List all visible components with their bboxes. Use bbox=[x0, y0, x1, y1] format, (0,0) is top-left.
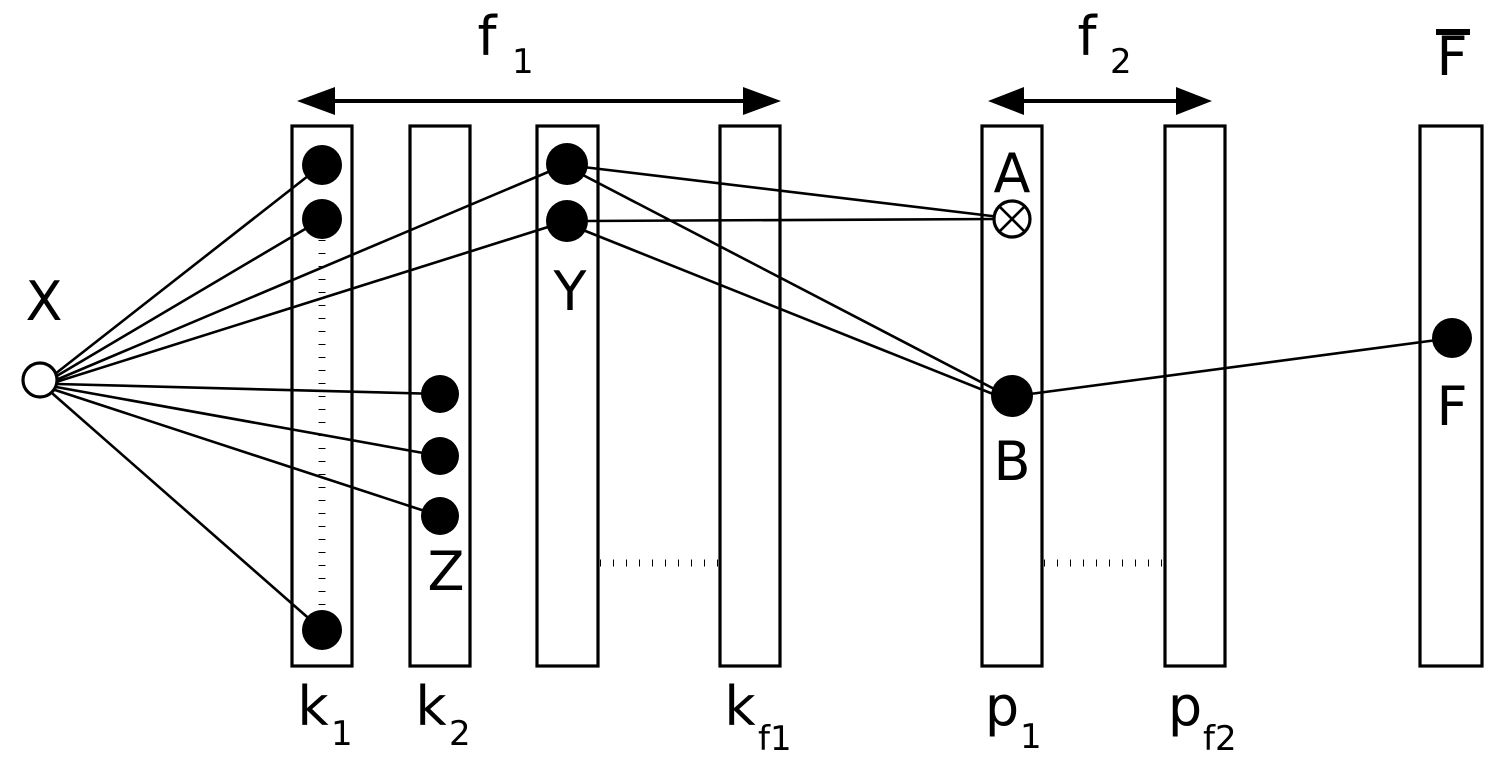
dimension-label-f1-sub: 1 bbox=[512, 42, 534, 82]
node-b[interactable] bbox=[991, 375, 1033, 417]
node-y-label: Y bbox=[553, 260, 588, 323]
node-a[interactable] bbox=[992, 199, 1032, 239]
edge-group-input bbox=[51, 162, 569, 632]
node-z-1[interactable] bbox=[421, 375, 459, 413]
bottom-label-k2-sub: 2 bbox=[449, 714, 471, 754]
bottom-label-kf1: k f1 bbox=[724, 675, 791, 759]
bottom-label-p1-base: p bbox=[985, 675, 1019, 738]
bottom-label-pf2: p f2 bbox=[1168, 675, 1237, 759]
dimension-arrow-f1 bbox=[297, 87, 781, 115]
output-block-label-group: F bbox=[1436, 25, 1470, 88]
output-block-label: F bbox=[1436, 25, 1467, 88]
dimension-label-f2-sub: 2 bbox=[1110, 42, 1132, 82]
node-a-label: A bbox=[994, 142, 1031, 205]
bottom-label-kf1-base: k bbox=[724, 675, 756, 738]
node-x-label: X bbox=[26, 270, 63, 333]
node-z-2[interactable] bbox=[421, 437, 459, 475]
dimension-label-f1: f bbox=[477, 5, 498, 68]
edge-x-to-k1-second bbox=[53, 217, 324, 379]
node-k1-bottom[interactable] bbox=[302, 610, 342, 650]
dimension-arrow-f2 bbox=[988, 87, 1212, 115]
column-pf2[interactable] bbox=[1163, 124, 1227, 668]
bottom-label-p1: p 1 bbox=[985, 675, 1042, 757]
node-y-top[interactable] bbox=[546, 143, 588, 185]
node-k1-top[interactable] bbox=[302, 145, 342, 185]
bottom-label-k2: k 2 bbox=[415, 675, 470, 754]
bottom-label-k1: k 1 bbox=[297, 675, 352, 754]
edge-x-to-k1-top bbox=[53, 163, 324, 376]
node-b-label: B bbox=[993, 430, 1030, 493]
edge-y-bottom-to-b bbox=[581, 228, 1000, 398]
node-f-label: F bbox=[1436, 375, 1467, 438]
bottom-label-pf2-sub: f2 bbox=[1203, 719, 1237, 759]
bottom-label-p1-sub: 1 bbox=[1020, 717, 1042, 757]
bottom-label-k1-base: k bbox=[297, 675, 329, 738]
node-f[interactable] bbox=[1432, 318, 1472, 358]
bottom-label-kf1-sub: f1 bbox=[758, 719, 792, 759]
bottom-label-pf2-base: p bbox=[1168, 675, 1202, 738]
edge-x-to-z-1 bbox=[55, 382, 442, 396]
node-z-3[interactable] bbox=[421, 497, 459, 535]
edge-y-top-to-b bbox=[579, 172, 1002, 394]
dimension-label-f2: f bbox=[1077, 5, 1098, 68]
bottom-label-k2-base: k bbox=[415, 675, 447, 738]
edge-group-hidden bbox=[579, 165, 1002, 398]
column-fbar[interactable] bbox=[1418, 124, 1484, 668]
node-x[interactable] bbox=[21, 361, 59, 399]
edge-x-to-y-top bbox=[54, 162, 569, 382]
edge-x-to-z-3 bbox=[53, 388, 442, 518]
node-y-bottom[interactable] bbox=[546, 200, 588, 242]
column-kf1[interactable] bbox=[718, 124, 782, 668]
edge-x-to-z-2 bbox=[54, 385, 442, 458]
edge-y-top-to-a bbox=[581, 165, 1002, 219]
edge-b-to-f bbox=[1028, 338, 1439, 396]
bottom-label-k1-sub: 1 bbox=[331, 714, 353, 754]
edge-x-to-k1-bottom bbox=[51, 392, 324, 632]
node-k1-second[interactable] bbox=[302, 199, 342, 239]
edge-y-bottom-to-a bbox=[584, 217, 998, 223]
edge-x-to-y-bottom bbox=[54, 219, 569, 384]
node-z-label: Z bbox=[428, 540, 465, 603]
